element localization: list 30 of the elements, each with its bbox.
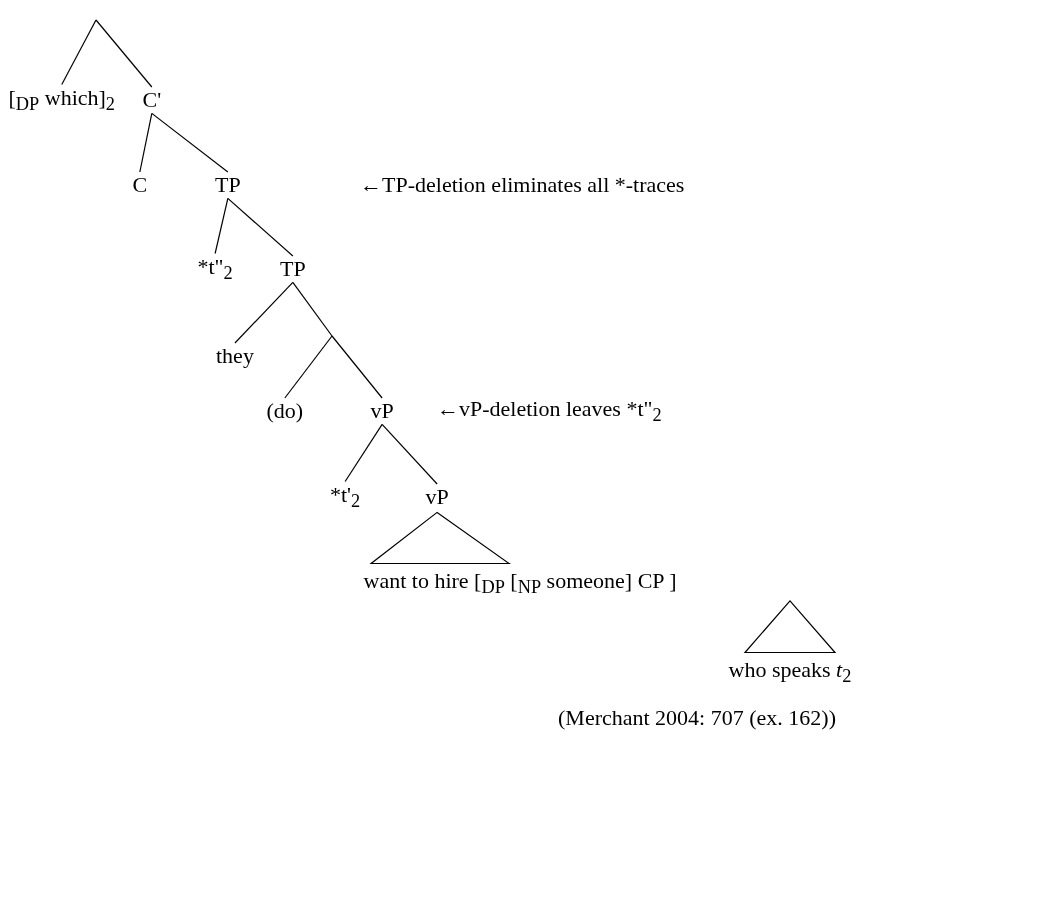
- tree-node-label: they: [216, 343, 254, 370]
- tree-node-label: (do): [266, 398, 304, 425]
- tree-node-label: *t"$_{2}$: [197, 253, 233, 285]
- branch-line: [151, 112, 229, 173]
- branch-line: [95, 19, 153, 88]
- tree-node-label: who speaks t$_{2}$: [728, 656, 852, 688]
- tree-node-label: C': [142, 87, 162, 114]
- annotation-text: ←vP-deletion leaves *t"$_{2}$: [437, 395, 662, 427]
- branch-line: [292, 281, 333, 337]
- branch-line: [214, 197, 229, 255]
- annotation-text: ←TP-deletion eliminates all *-traces: [360, 172, 685, 199]
- tree-node-label: want to hire [$_{DP}$ [$_{NP}$ someone] CP ]: [363, 567, 677, 599]
- citation-caption: (Merchant 2004: 707 (ex. 162)): [558, 705, 836, 732]
- tree-node-label: vP: [370, 398, 394, 425]
- triangle-branch: [369, 511, 511, 565]
- branch-line: [61, 19, 97, 86]
- tree-node-label: TP: [215, 172, 241, 199]
- tree-node-label: *t'$_{2}$: [330, 481, 361, 513]
- branch-line: [234, 281, 294, 344]
- tree-node-label: vP: [425, 484, 449, 511]
- triangle-branch: [743, 599, 837, 654]
- branch-line: [284, 335, 333, 399]
- branch-line: [344, 423, 383, 483]
- branch-line: [139, 112, 153, 173]
- branch-line: [331, 335, 383, 399]
- tree-node-label: C: [132, 172, 148, 199]
- tree-node-label: [$_{DP}$ which]$_{2}$: [8, 84, 116, 116]
- branch-line: [227, 197, 294, 257]
- branch-line: [381, 423, 438, 485]
- tree-node-label: TP: [280, 256, 306, 283]
